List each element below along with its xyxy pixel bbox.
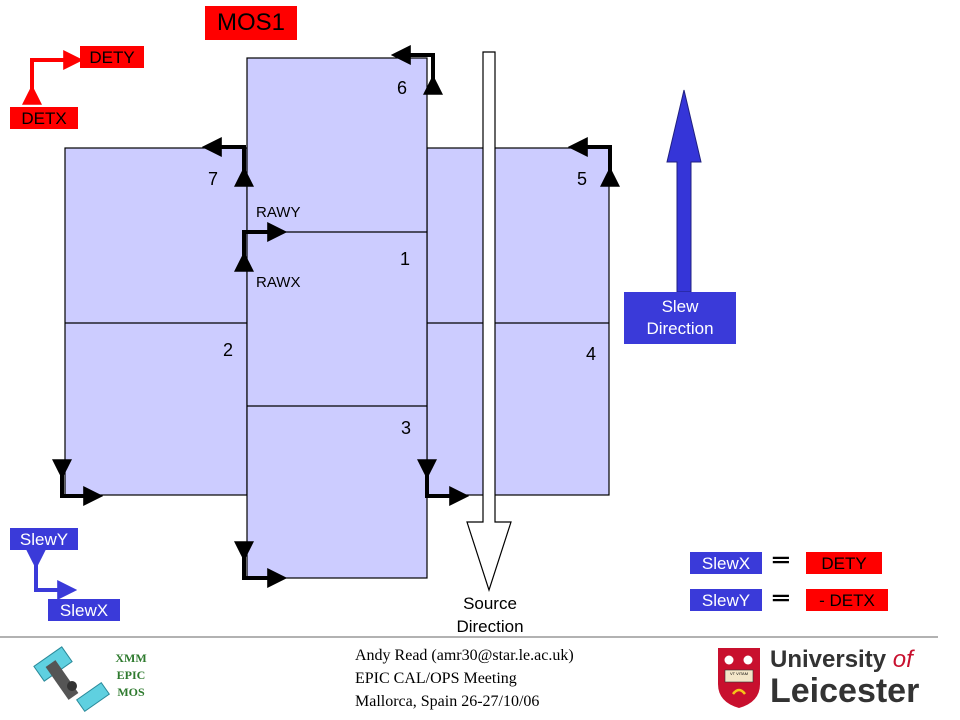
- slew-direction-line2: Direction: [646, 319, 714, 338]
- rawx-label: RAWX: [256, 274, 301, 291]
- slew-direction-label: Slew Direction: [624, 292, 736, 344]
- ccd-5-4-block: [426, 147, 610, 496]
- logo-leicester: Leicester: [770, 672, 920, 710]
- detx-label: DETX: [10, 107, 78, 129]
- dety-label: DETY: [80, 46, 144, 68]
- page-title: MOS1: [205, 6, 297, 40]
- ccd-number-1: 1: [400, 249, 411, 269]
- det-axis-arrow: [22, 50, 84, 105]
- orientation-arrow-ccd6: [390, 45, 443, 95]
- ccd-number-7: 7: [208, 169, 219, 189]
- footer-author: Andy Read (amr30@star.le.ac.uk): [355, 647, 574, 664]
- relation-2-left: SlewY: [690, 589, 762, 611]
- ccd-7-2-block: [64, 147, 248, 496]
- orientation-arrow-ccd1: [234, 222, 288, 272]
- relation-2-equals: ═: [773, 584, 789, 614]
- ccd-6-1-3-block: [246, 57, 428, 579]
- ccd-number-5: 5: [577, 169, 588, 189]
- orientation-arrow-ccd5: [567, 137, 620, 187]
- ccd-number-3: 3: [401, 418, 412, 438]
- logo-university: University: [770, 646, 887, 673]
- slew-direction-line1: Slew: [661, 297, 699, 316]
- source-direction-label: Source Direction: [440, 592, 540, 638]
- logo-of: of: [892, 646, 913, 673]
- orientation-arrow-ccd3: [234, 541, 288, 588]
- orientation-arrow-ccd4: [417, 459, 470, 506]
- xmm-epic-mos-label: XMM EPIC MOS: [106, 650, 156, 701]
- source-direction-line2: Direction: [456, 617, 524, 636]
- mos-line: MOS: [117, 685, 145, 699]
- relation-1-equals: ═: [773, 546, 789, 576]
- source-direction-arrow: [466, 51, 512, 592]
- source-direction-line1: Source: [463, 594, 517, 613]
- relation-1-left: SlewX: [690, 552, 762, 574]
- relation-2-right: - DETX: [806, 589, 888, 611]
- relation-1-right: DETY: [806, 552, 882, 574]
- motto-line1: VT VITAM: [729, 671, 749, 676]
- rawy-label: RAWY: [256, 204, 301, 221]
- xmm-line: XMM: [115, 651, 147, 665]
- ccd-number-6: 6: [397, 78, 408, 98]
- slewy-label: SlewY: [10, 528, 78, 550]
- orientation-arrow-ccd7: [201, 137, 254, 187]
- slew-axis-arrow: [26, 549, 78, 600]
- university-logo-text: University of Leicester: [770, 646, 920, 710]
- ccd-number-2: 2: [223, 340, 234, 360]
- slew-direction-arrow: [666, 89, 702, 293]
- footer-place: Mallorca, Spain 26-27/10/06: [355, 693, 540, 710]
- footer-meeting: EPIC CAL/OPS Meeting: [355, 670, 517, 687]
- xmm-satellite-icon: [33, 646, 110, 713]
- slewx-label: SlewX: [48, 599, 120, 621]
- leicester-crest-icon: [718, 648, 760, 708]
- epic-line: EPIC: [116, 668, 146, 682]
- orientation-arrow-ccd2: [52, 459, 104, 506]
- ccd-number-4: 4: [586, 344, 597, 364]
